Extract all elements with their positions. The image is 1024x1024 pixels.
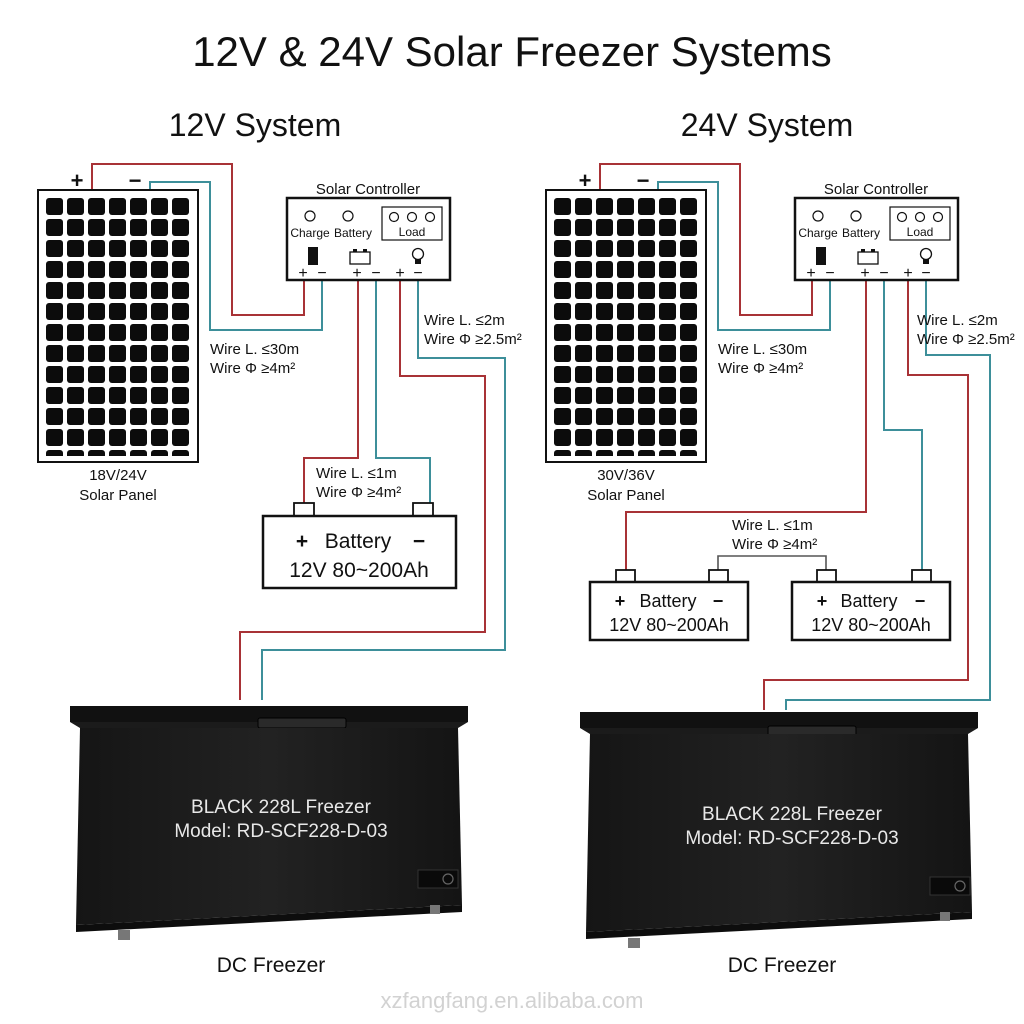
wire-series-link-24v (717, 555, 827, 570)
wire-battery-diameter-24v: Wire Φ ≥4m² (732, 536, 817, 553)
freezer-12v: BLACK 228L Freezer Model: RD-SCF228-D-03 (70, 706, 468, 940)
svg-text:+: + (903, 265, 912, 282)
battery-minus-12v: − (413, 530, 425, 553)
controller-load-12v: Load (399, 225, 426, 239)
wire-battery-positive-24v (625, 280, 867, 570)
svg-text:+: + (395, 265, 404, 282)
wire-load-diameter-24v: Wire Φ ≥2.5m² (917, 331, 1015, 348)
watermark: xzfangfang.en.alibaba.com (381, 988, 644, 1013)
wiring-24v (599, 163, 991, 710)
freezer-line1-24v: BLACK 228L Freezer (702, 804, 883, 825)
wire-panel-length-24v: Wire L. ≤30m (718, 341, 807, 358)
wire-battery-negative-24v (883, 280, 923, 570)
panel-plus-12v: + (71, 168, 84, 193)
freezer-line2-24v: Model: RD-SCF228-D-03 (685, 828, 898, 849)
wire-load-negative (261, 280, 506, 700)
controller-title-24v: Solar Controller (824, 181, 928, 198)
solar-panel-24v: + − 30V/36V Solar Panel (545, 168, 707, 504)
battery-b-24v: + Battery − 12V 80~200Ah (790, 569, 952, 642)
solar-controller-12v: Solar Controller Charge Battery Load + (285, 181, 452, 282)
wire-battery-positive (303, 280, 359, 503)
svg-text:+: + (806, 265, 815, 282)
controller-battery-24v: Battery (842, 226, 880, 240)
page-title: 12V & 24V Solar Freezer Systems (192, 28, 832, 75)
svg-text:−: − (413, 265, 422, 282)
battery-12v: + Battery − 12V 80~200Ah (261, 502, 458, 590)
freezer-line1-12v: BLACK 228L Freezer (191, 797, 372, 818)
wire-battery-diameter-12v: Wire Φ ≥4m² (316, 484, 401, 501)
svg-text:−: − (879, 265, 888, 282)
battery-spec-12v: 12V 80~200Ah (289, 559, 429, 582)
freezer-label-12v: DC Freezer (217, 954, 326, 977)
controller-charge-12v: Charge (290, 226, 330, 240)
wire-panel-diameter-12v: Wire Φ ≥4m² (210, 360, 295, 377)
wire-panel-positive (91, 163, 305, 316)
wire-load-diameter-12v: Wire Φ ≥2.5m² (424, 331, 522, 348)
panel-name-12v: Solar Panel (79, 487, 157, 504)
controller-battery-12v: Battery (334, 226, 372, 240)
panel-minus-24v: − (637, 168, 650, 193)
wire-panel-negative (149, 181, 323, 331)
svg-text:+: + (352, 265, 361, 282)
panel-minus-12v: − (129, 168, 142, 193)
wiring-12v (91, 163, 506, 700)
panel-terminal-icon (816, 247, 826, 265)
panel-voltage-12v: 18V/24V (89, 467, 147, 484)
system-label-24v: 24V System (681, 107, 854, 143)
battery-plus-12v: + (296, 530, 308, 553)
wire-panel-diameter-24v: Wire Φ ≥4m² (718, 360, 803, 377)
battery-name-12v: Battery (325, 530, 392, 553)
freezer-label-24v: DC Freezer (728, 954, 837, 977)
system-24v: 24V System + − 30V/36V Solar Panel Solar… (545, 107, 1015, 977)
battery-terminal-icon (349, 249, 371, 265)
solar-panel-12v: + − 18V/24V Solar Panel (37, 168, 199, 504)
system-label-12v: 12V System (169, 107, 342, 143)
battery-b-plus: + (817, 591, 828, 611)
svg-text:+: + (298, 265, 307, 282)
freezer-line2-12v: Model: RD-SCF228-D-03 (174, 821, 387, 842)
controller-charge-24v: Charge (798, 226, 838, 240)
wire-load-positive (239, 280, 486, 700)
battery-a-minus: − (713, 591, 724, 611)
wire-panel-negative-24v (657, 181, 831, 331)
wire-battery-negative (375, 280, 431, 503)
battery-b-name: Battery (840, 591, 897, 611)
svg-text:+: + (860, 265, 869, 282)
panel-name-24v: Solar Panel (587, 487, 665, 504)
solar-controller-24v: Solar Controller Charge Battery Load + − (793, 181, 960, 282)
wire-panel-length-12v: Wire L. ≤30m (210, 341, 299, 358)
wire-battery-length-12v: Wire L. ≤1m (316, 465, 397, 482)
battery-a-name: Battery (639, 591, 696, 611)
battery-b-minus: − (915, 591, 926, 611)
battery-a-spec: 12V 80~200Ah (609, 615, 729, 635)
battery-terminal-icon (857, 249, 879, 265)
battery-a-plus: + (615, 591, 626, 611)
freezer-24v: BLACK 228L Freezer Model: RD-SCF228-D-03 (580, 712, 978, 948)
wire-panel-positive-24v (599, 163, 813, 316)
svg-text:−: − (921, 265, 930, 282)
bulb-icon (919, 247, 933, 264)
wire-load-positive-24v (763, 280, 969, 710)
controller-load-24v: Load (907, 225, 934, 239)
system-12v: 12V System + − 18V/24V Solar Panel (37, 107, 522, 977)
panel-plus-24v: + (579, 168, 592, 193)
panel-terminal-icon (308, 247, 318, 265)
panel-voltage-24v: 30V/36V (597, 467, 655, 484)
wire-load-length-12v: Wire L. ≤2m (424, 312, 505, 329)
wire-load-negative-24v (785, 280, 991, 710)
svg-text:−: − (317, 265, 326, 282)
wire-load-length-24v: Wire L. ≤2m (917, 312, 998, 329)
battery-b-spec: 12V 80~200Ah (811, 615, 931, 635)
controller-title-12v: Solar Controller (316, 181, 420, 198)
svg-text:−: − (371, 265, 380, 282)
battery-a-24v: + Battery − 12V 80~200Ah (588, 569, 750, 642)
bulb-icon (411, 247, 425, 264)
svg-text:−: − (825, 265, 834, 282)
wire-battery-length-24v: Wire L. ≤1m (732, 517, 813, 534)
